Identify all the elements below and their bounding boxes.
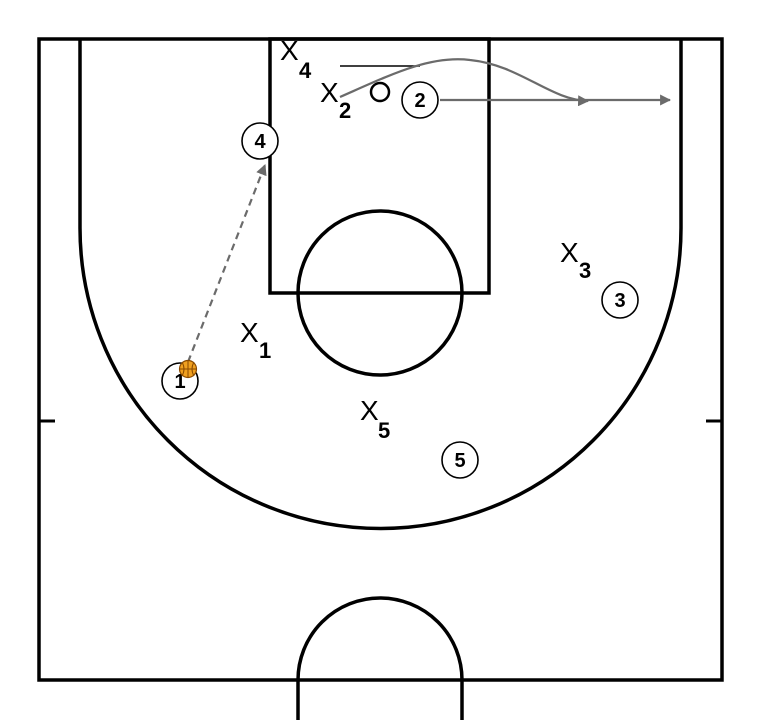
player-4-label: 4	[254, 131, 266, 153]
player-2-circle	[401, 81, 439, 119]
player-3-label: 3	[614, 290, 625, 312]
court-boundary	[37, 37, 724, 682]
basket-rim	[369, 81, 391, 103]
basketball-icon	[178, 359, 198, 379]
offense-player-1: 1	[161, 359, 199, 400]
defender-x5-number: 5	[378, 418, 390, 443]
player-3-circle	[601, 281, 639, 319]
defender-x4-number: 4	[299, 58, 312, 83]
player-1-label: 1	[174, 371, 185, 393]
defender-x1-letter: X	[240, 317, 259, 348]
offense-player-5: 5	[441, 441, 479, 479]
free-throw-circle	[296, 209, 464, 377]
offense-player-4: 4	[241, 122, 279, 160]
court	[37, 37, 724, 720]
defender-x1-number: 1	[259, 338, 271, 363]
player-5-label: 5	[454, 450, 465, 472]
player-5-circle	[441, 441, 479, 479]
offense-players: 1 2 3 4 5	[161, 81, 639, 479]
defender-x4: X 4	[280, 35, 312, 83]
player-4-circle	[241, 122, 279, 160]
defender-x4-letter: X	[280, 35, 299, 66]
paint-lane	[268, 37, 491, 295]
defender-x2: X 2	[320, 77, 351, 123]
defender-x3: X 3	[560, 237, 591, 283]
offense-player-2: 2	[401, 81, 439, 119]
defender-x3-letter: X	[560, 237, 579, 268]
player-2-label: 2	[414, 90, 425, 112]
offense-player-3: 3	[601, 281, 639, 319]
three-point-line	[78, 39, 683, 531]
defender-x2-number: 2	[339, 98, 351, 123]
defender-x3-number: 3	[579, 258, 591, 283]
defender-x5: X 5	[360, 395, 390, 443]
center-circle	[296, 596, 464, 720]
cut-arrow-2-curve	[339, 58, 590, 107]
play-arrows	[186, 58, 672, 363]
defense-players: X 1 X 2 X 3 X 4 X 5	[240, 35, 591, 443]
defender-x2-letter: X	[320, 77, 339, 108]
defender-x1: X 1	[240, 317, 271, 363]
defender-x5-letter: X	[360, 395, 379, 426]
